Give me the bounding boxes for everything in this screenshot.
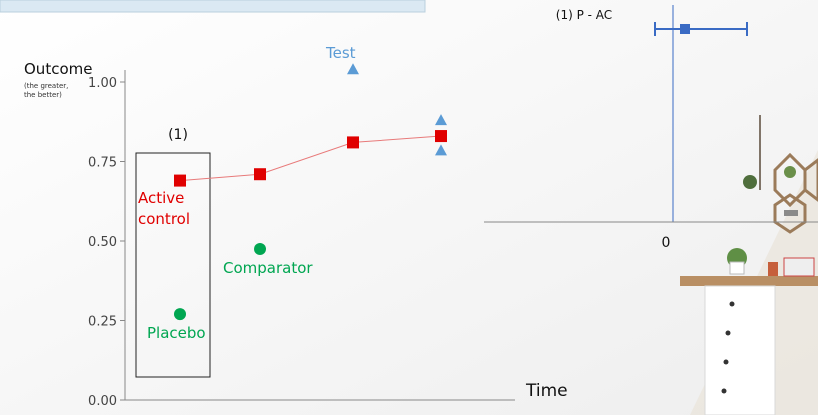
placebo-point-0 [174, 308, 186, 321]
forest-estimate-point [680, 24, 690, 34]
decor-shelf-illustration [680, 115, 818, 415]
active-control-point-1 [254, 168, 266, 181]
test-point-0 [347, 63, 359, 75]
active-control-point-3 [435, 130, 447, 143]
y-ticks: 0.00 0.25 0.50 0.75 1.00 [88, 76, 125, 409]
forest-row-label: (1) P - AC [556, 8, 612, 22]
x-axis-title: Time [525, 381, 568, 401]
group-box [135, 152, 211, 378]
y-tick-label-3: 0.75 [88, 156, 117, 171]
y-tick-label-0: 0.00 [88, 394, 117, 409]
active-control-point-0 [174, 174, 186, 187]
y-axis-title: Outcome [24, 60, 92, 78]
data-marks [174, 63, 447, 321]
comparator-label: Comparator [223, 259, 313, 277]
active-control-line [179, 135, 442, 182]
y-tick-label-2: 0.50 [88, 235, 117, 250]
test-label: Test [325, 44, 356, 62]
y-axis-note-line-2: the better) [24, 91, 62, 99]
active-control-label-line-2: control [138, 210, 190, 228]
active-control-point-2 [347, 136, 359, 149]
test-point-2 [435, 144, 447, 156]
y-tick-label-1: 0.25 [88, 315, 117, 330]
active-control-label-line-1: Active [138, 189, 184, 207]
placebo-label: Placebo [147, 324, 206, 342]
group-box-label: (1) [168, 127, 188, 143]
forest-interval [654, 22, 748, 36]
y-tick-label-4: 1.00 [88, 76, 117, 91]
test-point-1 [435, 114, 447, 126]
top-banner [0, 0, 426, 13]
y-axis-note-line-1: (the greater, [24, 82, 68, 90]
forest-zero-label: 0 [662, 235, 671, 251]
comparator-point-0 [254, 242, 266, 255]
